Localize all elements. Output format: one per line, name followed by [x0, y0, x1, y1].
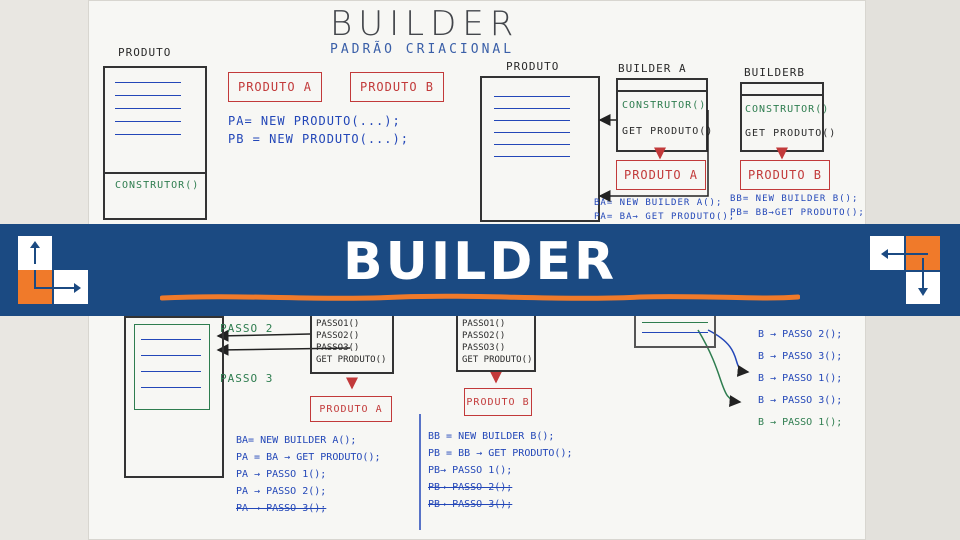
code-b-3: PB→ PASSO 1(); — [428, 465, 513, 476]
produto-a-result-box: PRODUTO A — [616, 160, 706, 190]
builder-b-steps-box: PASSO1() PASSO2() PASSO3() GET PRODUTO() — [456, 312, 536, 372]
produto-class-box-left: CONSTRUTOR() — [103, 66, 207, 220]
produto-class-box-right — [480, 76, 600, 222]
step-b-2: PASSO2() — [462, 331, 506, 341]
right-code-2: B → PASSO 3(); — [758, 351, 843, 362]
step-a-4: GET PRODUTO() — [316, 355, 387, 365]
builder-a-steps: PASSO1() PASSO2() PASSO3() GET PRODUTO() — [316, 318, 386, 366]
produto-class-box-bottom — [124, 316, 224, 478]
right-code-3: B → PASSO 1(); — [758, 373, 843, 384]
bottom-green-frame — [134, 324, 210, 410]
produto-b-bottom-box: PRODUTO B — [464, 388, 532, 416]
produto-label-left: PRODUTO — [118, 46, 172, 59]
code-b-1: BB = NEW BUILDER B(); — [428, 431, 555, 442]
code-line-pa: PA= NEW PRODUTO(...); — [228, 114, 401, 128]
builder-b-label: BUILDERB — [744, 66, 805, 79]
ba-line1: BA= NEW BUILDER A(); — [594, 198, 723, 208]
code-block-b: BB = NEW BUILDER B(); PB = BB → GET PROD… — [428, 428, 573, 513]
produto-a-bottom-box: PRODUTO A — [310, 396, 392, 422]
produto-b-box-top: PRODUTO B — [350, 72, 444, 102]
right-code-1: B → PASSO 2(); — [758, 329, 843, 340]
construtor-label-left: CONSTRUTOR() — [115, 180, 200, 191]
builder-a-getproduto: GET PRODUTO() — [622, 126, 714, 137]
produto-b-result-box: PRODUTO B — [740, 160, 830, 190]
produto-a-box-top: PRODUTO A — [228, 72, 322, 102]
produto-fields-right — [494, 96, 570, 157]
builder-b-construtor: CONSTRUTOR() — [745, 104, 830, 115]
builder-logo-left-icon — [18, 236, 88, 304]
ba-line2: PA= BA→ GET PRODUTO(); — [594, 212, 736, 222]
code-block-right: B → PASSO 2(); B → PASSO 3(); B → PASSO … — [758, 324, 842, 434]
step-b-3: PASSO3() — [462, 343, 506, 353]
title-banner: BUILDER — [0, 224, 960, 316]
step-a-3: PASSO3() — [316, 343, 360, 353]
step-b-1: PASSO1() — [462, 319, 506, 329]
board-heading: BUILDER — [330, 4, 520, 44]
code-a-5: PA → PASSO 3(); — [236, 503, 327, 514]
code-a-4: PA → PASSO 2(); — [236, 486, 327, 497]
step-a-2: PASSO2() — [316, 331, 360, 341]
builder-logo-right-icon — [870, 236, 940, 304]
code-b-5: PB→ PASSO 3(); — [428, 499, 513, 510]
code-b-2: PB = BB → GET PRODUTO(); — [428, 448, 573, 459]
builder-b-getproduto: GET PRODUTO() — [745, 128, 837, 139]
builder-b-steps: PASSO1() PASSO2() PASSO3() GET PRODUTO() — [462, 318, 532, 366]
banner-title: BUILDER — [342, 232, 618, 292]
produto-label-right: PRODUTO — [506, 60, 560, 73]
code-b-4: PB→ PASSO 2(); — [428, 482, 513, 493]
diagram-arrows — [216, 110, 788, 530]
bb-line1: BB= NEW BUILDER B(); — [730, 194, 859, 204]
code-a-2: PA = BA → GET PRODUTO(); — [236, 452, 381, 463]
code-block-a: BA= NEW BUILDER A(); PA = BA → GET PRODU… — [236, 432, 381, 517]
code-line-pb: PB = NEW PRODUTO(...); — [228, 132, 409, 146]
code-a-3: PA → PASSO 1(); — [236, 469, 327, 480]
builder-a-label: BUILDER A — [618, 62, 687, 75]
passo2-label: PASSO 2 — [220, 322, 274, 335]
step-b-4: GET PRODUTO() — [462, 355, 533, 365]
passo3-label: PASSO 3 — [220, 372, 274, 385]
produto-fields-left — [115, 82, 181, 135]
builder-a-steps-box: PASSO1() PASSO2() PASSO3() GET PRODUTO() — [310, 312, 394, 374]
step-a-1: PASSO1() — [316, 319, 360, 329]
brush-underline — [160, 293, 800, 301]
right-code-5: B → PASSO 1(); — [758, 417, 843, 428]
board-subheading: PADRÃO CRIACIONAL — [330, 42, 515, 57]
right-code-4: B → PASSO 3(); — [758, 395, 843, 406]
code-a-1: BA= NEW BUILDER A(); — [236, 435, 357, 446]
bb-line2: PB= BB→GET PRODUTO(); — [730, 208, 865, 218]
builder-a-construtor: CONSTRUTOR() — [622, 100, 707, 111]
